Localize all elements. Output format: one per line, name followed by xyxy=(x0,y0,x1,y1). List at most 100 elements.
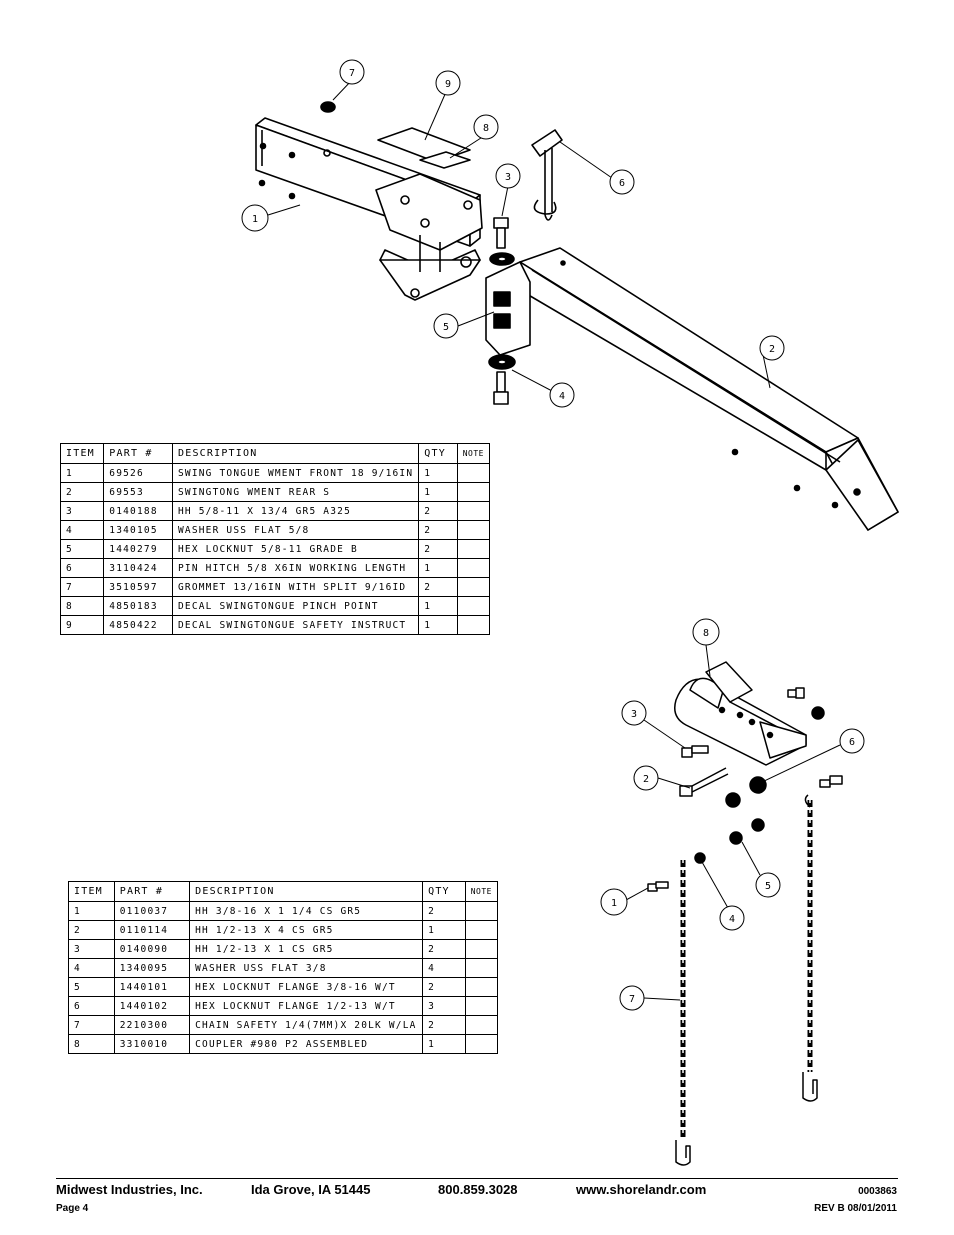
cell-item: 9 xyxy=(59,615,105,635)
cell-qty: 1 xyxy=(418,615,458,635)
cell-part-number: 1340105 xyxy=(103,520,173,540)
callout-8: 8 xyxy=(483,123,489,134)
callout-1: 1 xyxy=(252,214,258,225)
header-item: ITEM xyxy=(68,881,115,902)
cell-note xyxy=(456,558,491,578)
cell-item: 4 xyxy=(59,520,105,540)
bolt-upper xyxy=(493,217,509,249)
cell-note xyxy=(464,958,499,978)
rear-tongue-weldment xyxy=(485,247,899,531)
flange-nut-4 xyxy=(729,831,743,845)
cell-item: 6 xyxy=(59,558,105,578)
cell-qty: 4 xyxy=(422,958,466,978)
cell-qty: 1 xyxy=(422,920,466,940)
cell-note xyxy=(456,463,491,483)
cell-description: HH 1/2-13 X 1 CS GR5 xyxy=(189,939,424,959)
cell-item: 8 xyxy=(59,596,105,616)
cell-part-number: 1440102 xyxy=(113,996,191,1016)
cell-description: DECAL SWINGTONGUE PINCH POINT xyxy=(171,596,420,616)
footer-city: Ida Grove, IA 51445 xyxy=(251,1182,371,1197)
grommet xyxy=(320,101,336,113)
cell-part-number: 3110424 xyxy=(103,558,173,578)
cell-description: HH 3/8-16 X 1 1/4 CS GR5 xyxy=(189,901,424,921)
callout-6: 6 xyxy=(619,178,625,189)
callout2-4: 4 xyxy=(729,914,735,925)
header-part: PART # xyxy=(113,881,191,902)
cell-item: 5 xyxy=(68,977,115,997)
footer-page: Page 4 xyxy=(56,1203,89,1214)
cell-note xyxy=(464,939,499,959)
cell-part-number: 1440279 xyxy=(103,539,173,559)
hitch-pin xyxy=(531,129,563,221)
cell-item: 8 xyxy=(68,1034,115,1054)
front-tongue-weldment xyxy=(255,117,483,301)
cell-part-number: 1340095 xyxy=(113,958,191,978)
header-note: NOTE xyxy=(456,443,491,464)
cell-part-number: 4850183 xyxy=(103,596,173,616)
cell-note xyxy=(456,577,491,597)
cell-qty: 1 xyxy=(422,1034,466,1054)
cell-qty: 2 xyxy=(422,939,466,959)
flange-nut-3 xyxy=(751,818,765,832)
cell-description: PIN HITCH 5/8 X6IN WORKING LENGTH xyxy=(171,558,420,578)
footer-website[interactable]: www.shorelandr.com xyxy=(576,1182,707,1197)
cell-qty: 1 xyxy=(418,482,458,502)
cell-part-number: 1440101 xyxy=(113,977,191,997)
cell-item: 2 xyxy=(68,920,115,940)
cell-part-number: 0110037 xyxy=(113,901,191,921)
header-description: DESCRIPTION xyxy=(189,881,424,902)
cell-item: 1 xyxy=(68,901,115,921)
cell-item: 5 xyxy=(59,539,105,559)
cell-part-number: 4850422 xyxy=(103,615,173,635)
cell-note xyxy=(464,1015,499,1035)
header-note: NOTE xyxy=(464,881,499,902)
callout-5: 5 xyxy=(443,322,449,333)
cell-part-number: 0140188 xyxy=(103,501,173,521)
cell-qty: 2 xyxy=(418,520,458,540)
footer-phone: 800.859.3028 xyxy=(438,1182,518,1197)
cell-note xyxy=(464,977,499,997)
cell-item: 7 xyxy=(68,1015,115,1035)
callout2-5: 5 xyxy=(765,881,771,892)
footer-doc-number: 0003863 xyxy=(858,1186,897,1197)
callout2-2: 2 xyxy=(643,774,649,785)
safety-chain-left xyxy=(675,860,691,1166)
cell-note xyxy=(456,539,491,559)
bolt-short xyxy=(681,745,709,758)
cell-qty: 2 xyxy=(422,1015,466,1035)
cell-note xyxy=(464,920,499,940)
cell-description: DECAL SWINGTONGUE SAFETY INSTRUCT xyxy=(171,615,420,635)
cell-note xyxy=(456,615,491,635)
callout2-1: 1 xyxy=(611,898,617,909)
locknut-lower xyxy=(493,313,511,329)
cell-item: 7 xyxy=(59,577,105,597)
cell-part-number: 0110114 xyxy=(113,920,191,940)
callout-4: 4 xyxy=(559,391,565,402)
callout2-3: 3 xyxy=(631,709,637,720)
table-header-row: ITEM PART # DESCRIPTION QTY NOTE xyxy=(68,881,499,902)
cell-part-number: 0140090 xyxy=(113,939,191,959)
cell-item: 4 xyxy=(68,958,115,978)
flange-nut-2 xyxy=(725,792,741,808)
table-header-row: ITEM PART # DESCRIPTION QTY NOTE xyxy=(59,443,491,464)
footer-divider xyxy=(56,1178,898,1179)
cell-description: HH 5/8-11 X 13/4 GR5 A325 xyxy=(171,501,420,521)
callout2-8: 8 xyxy=(703,628,709,639)
cell-description: HEX LOCKNUT 5/8-11 GRADE B xyxy=(171,539,420,559)
cell-description: WASHER USS FLAT 3/8 xyxy=(189,958,424,978)
cell-note xyxy=(456,501,491,521)
cell-part-number: 2210300 xyxy=(113,1015,191,1035)
